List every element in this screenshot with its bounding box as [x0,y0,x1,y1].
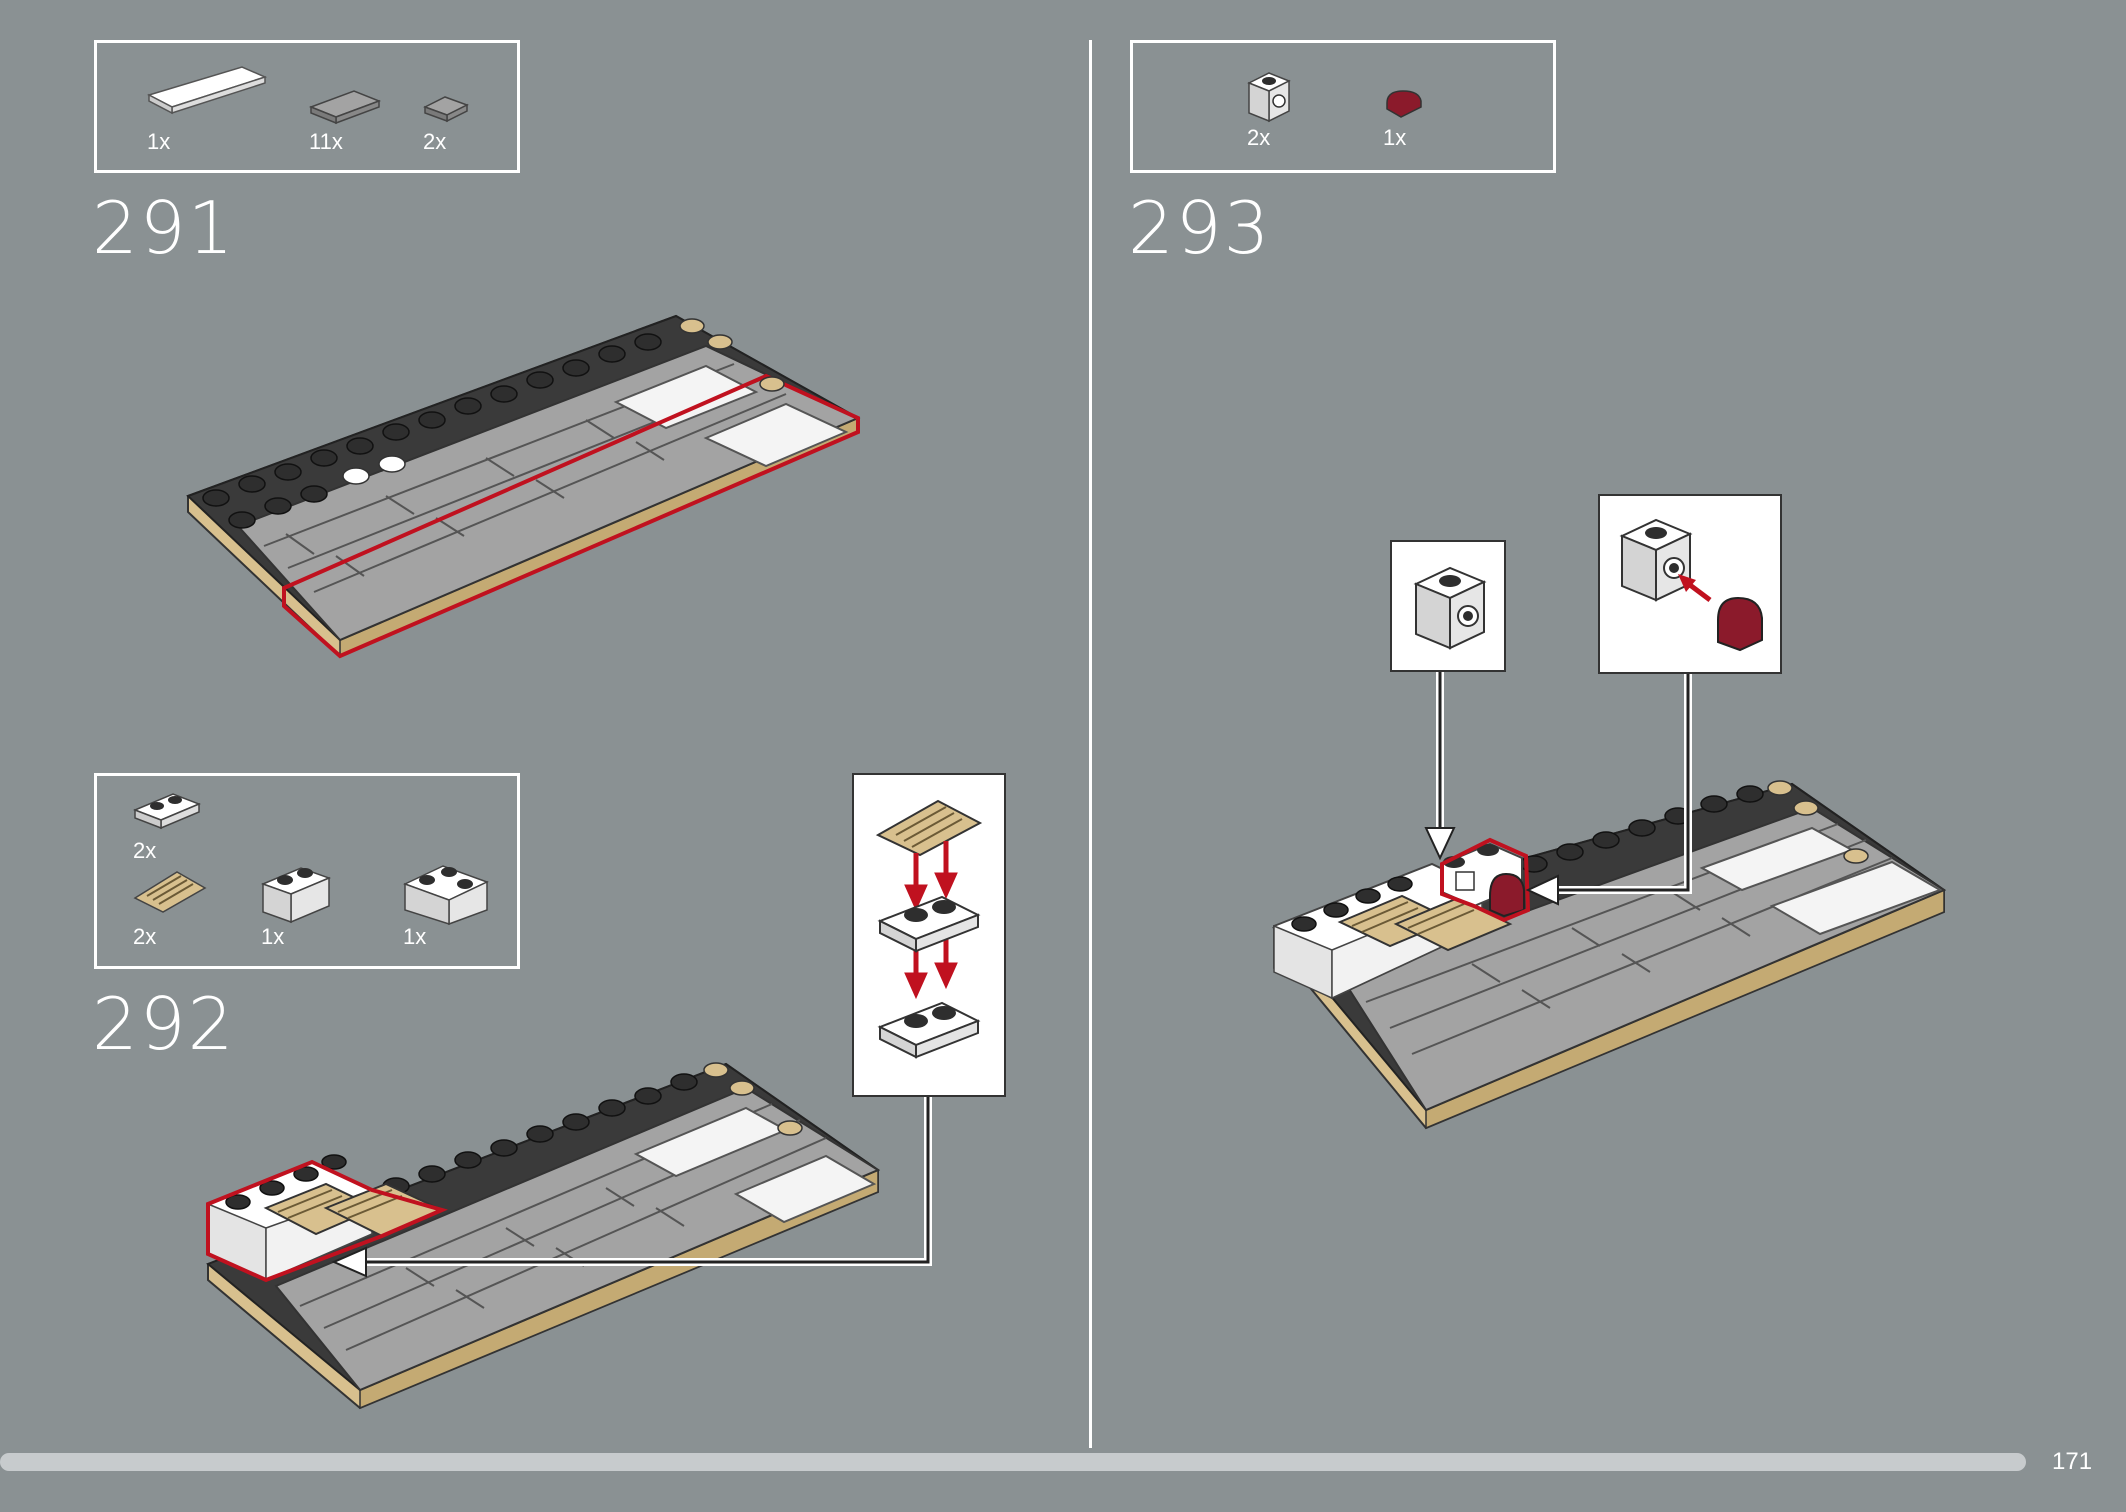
part-qty: 11x [309,129,343,154]
dark-red-arch-tile-icon [1717,596,1763,652]
parts-box-291: 1x 11x 2x [94,40,520,173]
assembly-arrow-icon [1678,574,1712,602]
gray-tile-1x1-icon [423,96,469,123]
parts-box-293: 2x 1x [1130,40,1556,173]
progress-bar [0,1453,2026,1471]
part-qty: 2x [133,838,157,863]
white-plate-1x2-icon [132,793,202,830]
white-tile-1x6-icon [147,66,268,115]
step-number: 291 [92,186,236,270]
step-number: 293 [1128,186,1272,270]
white-bracket-brick-icon [1619,518,1693,602]
model-step-291 [186,314,861,659]
model-step-293 [1272,780,1947,1130]
tan-slope-stairs-icon [133,871,207,913]
callout-293-arch [1598,494,1782,674]
white-bracket-brick-icon [1247,72,1291,123]
part-qty: 1x [403,924,427,949]
white-plate-1x2-icon [877,895,981,953]
page-divider [1089,40,1092,1448]
callout-292 [852,773,1006,1097]
part-qty: 1x [261,924,285,949]
page-number: 171 [2052,1448,2093,1475]
gray-tile-1x2-icon [308,90,382,125]
parts-box-292: 2x 2x 1x 1x [94,773,520,969]
white-brick-1x2-icon [260,867,332,924]
part-qty: 2x [133,924,157,949]
white-bracket-brick-icon [1413,566,1487,650]
white-plate-1x2-icon [877,1001,981,1059]
part-qty: 1x [147,129,171,154]
white-corner-brick-icon [403,865,489,926]
dark-red-arch-tile-icon [1386,90,1422,118]
step-number: 292 [92,982,236,1066]
part-qty: 1x [1383,125,1407,150]
tan-slope-stairs-icon [875,799,983,857]
callout-293-bracket [1390,540,1506,672]
part-qty: 2x [423,129,447,154]
part-qty: 2x [1247,125,1271,150]
model-step-292 [206,1062,881,1410]
